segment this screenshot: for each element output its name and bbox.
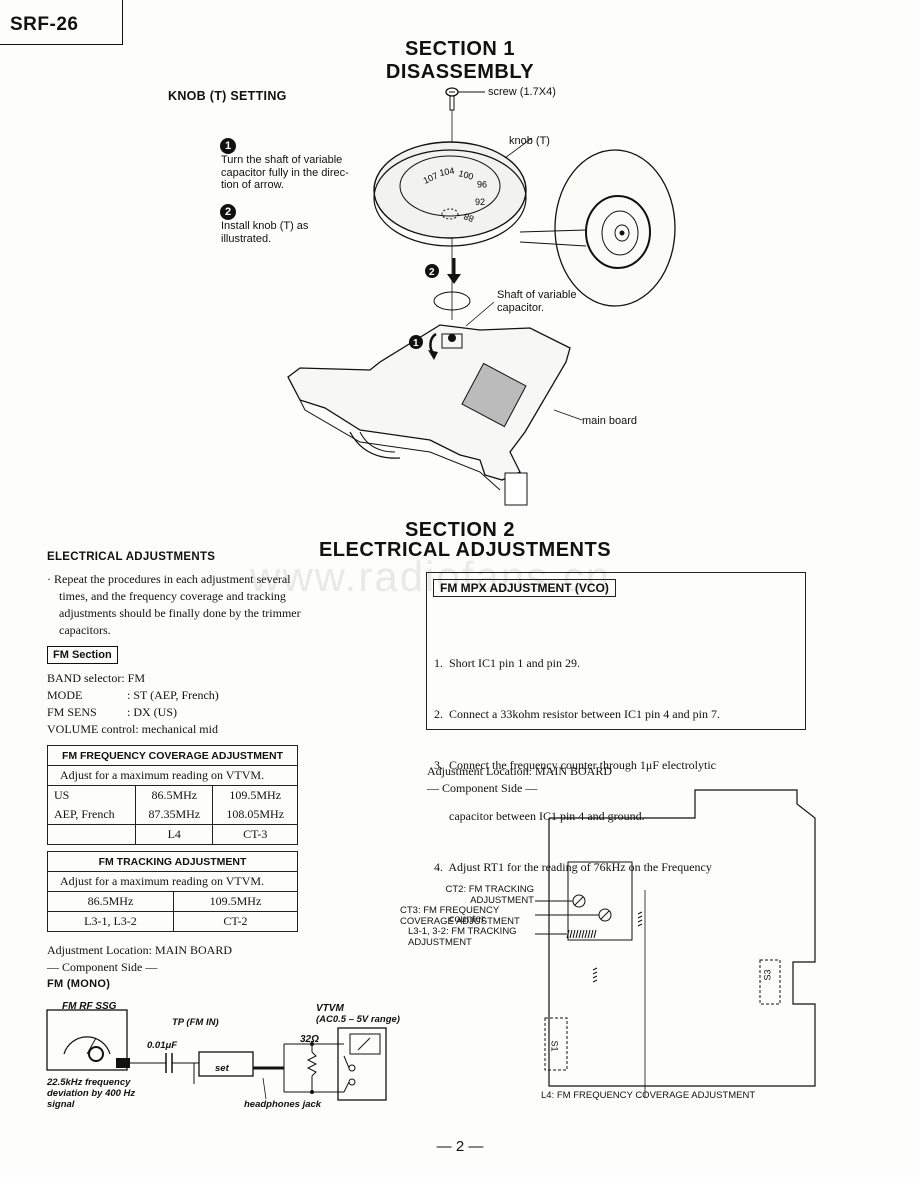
install-arrow-icon: 2 xyxy=(425,258,461,284)
step2-marker: 2 xyxy=(220,202,236,220)
label-capacitor: 0.01μF xyxy=(147,1040,178,1051)
label-knob-t: knob (T) xyxy=(509,135,550,147)
table-row: L4 CT-3 xyxy=(46,824,298,845)
label-tp: TP (FM IN) xyxy=(172,1017,219,1028)
label-shaft: Shaft of variable capacitor. xyxy=(497,289,577,314)
shaft-detail-icon xyxy=(519,149,676,307)
step1-text: Turn the shaft of variable capacitor ful… xyxy=(221,154,349,191)
knob-t-icon: 107 104 100 96 92 88 xyxy=(373,141,527,247)
label-screw: screw (1.7X4) xyxy=(488,86,556,98)
adjustment-intro: · Repeat the procedures in each adjustme… xyxy=(47,572,301,637)
fm-mono-heading: FM (MONO) xyxy=(47,978,111,990)
svg-text:88: 88 xyxy=(462,211,475,224)
section2-title: SECTION 2 xyxy=(404,519,516,541)
label-vtvm-range: (AC0.5 – 5V range) xyxy=(316,1014,400,1025)
fm-section-label: FM Section xyxy=(47,646,118,664)
label-s1: S1 xyxy=(549,1040,560,1052)
component-side-right: — Component Side — xyxy=(427,781,538,795)
screw-icon xyxy=(445,87,485,111)
label-main-board: main board xyxy=(582,415,638,427)
adjustment-location-left: Adjustment Location: MAIN BOARD xyxy=(47,943,232,957)
freq-coverage-note: Adjust for a maximum reading on VTVM. xyxy=(47,765,298,786)
freq-coverage-table: FM FREQUENCY COVERAGE ADJUSTMENT Adjust … xyxy=(46,745,298,845)
label-set: set xyxy=(215,1063,229,1074)
section1-subtitle: DISASSEMBLY xyxy=(385,61,535,83)
svg-text:1: 1 xyxy=(413,338,419,349)
electrical-adjustments-heading: ELECTRICAL ADJUSTMENTS xyxy=(47,551,216,563)
label-fm-rf-ssg: FM RF SSG xyxy=(62,1001,117,1012)
label-ct3: CT3: FM FREQUENCY COVERAGE ADJUSTMENT xyxy=(400,905,520,927)
freq-coverage-title: FM FREQUENCY COVERAGE ADJUSTMENT xyxy=(47,745,298,766)
fm-mpx-box: FM MPX ADJUSTMENT (VCO) 1. Short IC1 pin… xyxy=(426,572,806,925)
fm-settings: BAND selector: FM MODE: ST (AEP, French)… xyxy=(47,671,219,736)
label-frequency-note: 22.5kHz frequency deviation by 400 Hz si… xyxy=(47,1077,136,1110)
section1-title: SECTION 1 xyxy=(404,38,516,60)
svg-text:2: 2 xyxy=(429,267,435,278)
step1-marker: 1 xyxy=(220,136,236,154)
fm-mono-test-circuit xyxy=(46,1009,387,1101)
header-rule-vertical xyxy=(122,0,123,44)
section2-subtitle: ELECTRICAL ADJUSTMENTS xyxy=(318,539,612,561)
label-vtvm: VTVM xyxy=(316,1003,344,1014)
tracking-table: FM TRACKING ADJUSTMENT Adjust for a maxi… xyxy=(47,851,299,932)
rotate-arrow-icon: 1 xyxy=(409,332,438,360)
table-row: AEP, French 87.35MHz 108.05MHz xyxy=(46,805,298,825)
watermark-text: www.radiofans.cn xyxy=(250,553,612,600)
main-board-layout xyxy=(535,789,816,1098)
main-board-icon xyxy=(287,324,571,506)
header-rule-horizontal xyxy=(0,44,123,45)
knob-setting-heading: KNOB (T) SETTING xyxy=(168,89,287,103)
label-l4: L4: FM FREQUENCY COVERAGE ADJUSTMENT xyxy=(541,1090,756,1101)
fm-mpx-title: FM MPX ADJUSTMENT (VCO) xyxy=(433,579,616,597)
svg-text:92: 92 xyxy=(475,197,485,207)
label-ct2: CT2: FM TRACKING ADJUSTMENT xyxy=(445,884,535,906)
knob-disassembly-illustration: 107 104 100 96 92 88 2 1 xyxy=(287,87,676,506)
model-number: SRF-26 xyxy=(10,14,79,35)
label-ohm: 32Ω xyxy=(300,1034,319,1045)
svg-text:96: 96 xyxy=(477,179,487,189)
adjustment-location-right: Adjustment Location: MAIN BOARD xyxy=(427,764,612,778)
tracking-title: FM TRACKING ADJUSTMENT xyxy=(47,851,298,872)
step2-text: Install knob (T) as illustrated. xyxy=(221,220,309,245)
table-row: US 86.5MHz 109.5MHz xyxy=(46,785,298,805)
svg-text:104: 104 xyxy=(439,166,456,178)
table-row: L3-1, L3-2 CT-2 xyxy=(47,911,299,932)
component-side-left: — Component Side — xyxy=(47,960,158,974)
page-number: — 2 — xyxy=(436,1138,484,1155)
label-l3: L3-1, 3-2: FM TRACKING ADJUSTMENT xyxy=(408,926,517,948)
table-row: 86.5MHz 109.5MHz xyxy=(47,891,299,912)
label-s3: S3 xyxy=(762,969,773,981)
svg-text:100: 100 xyxy=(457,168,474,182)
tracking-note: Adjust for a maximum reading on VTVM. xyxy=(47,871,298,892)
fm-mpx-steps: 1. Short IC1 pin 1 and pin 29. 2. Connec… xyxy=(434,656,720,925)
label-headphones-jack: headphones jack xyxy=(244,1099,322,1110)
